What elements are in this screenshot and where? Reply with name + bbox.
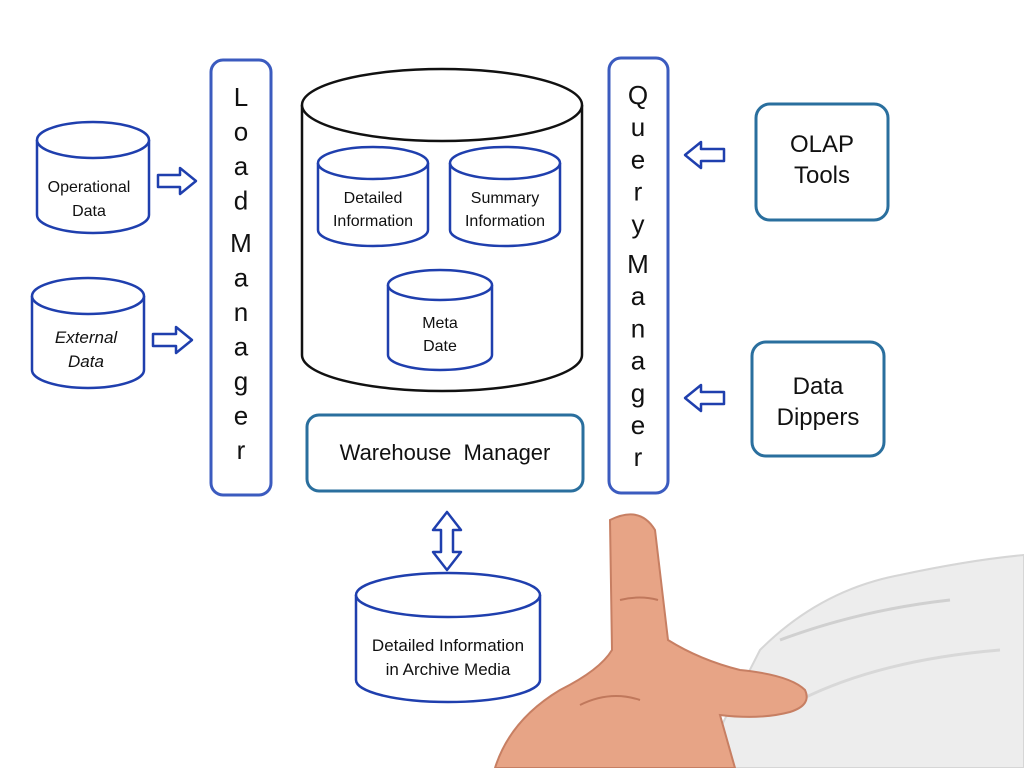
external-data-line2: Data [68, 352, 104, 371]
external-data: External Data [30, 276, 146, 390]
meta-date-line1: Meta [422, 315, 458, 332]
warehouse-cylinder: Detailed Information Summary Information… [300, 67, 584, 393]
load-manager-letter: e [234, 401, 248, 431]
detailed-information-cylinder [316, 163, 430, 248]
external-data-cylinder [30, 296, 146, 390]
operational-data-line1: Operational [48, 179, 131, 196]
warehouse-manager-label: Warehouse Manager [340, 440, 551, 465]
archive-media-line2: in Archive Media [386, 660, 511, 679]
data-dippers: Data Dippers [750, 340, 886, 458]
external-data-line1: External [55, 328, 119, 347]
shirt-fold [779, 598, 951, 642]
query-manager-letter: r [634, 177, 643, 207]
query-manager-box [607, 56, 670, 495]
query-manager-letter: Q [628, 80, 648, 110]
detailed-information: Detailed Information [316, 145, 430, 248]
arrow-warehouse-archive [431, 510, 463, 572]
olap-tools: OLAP Tools [754, 102, 890, 222]
load-manager-letter: g [234, 366, 248, 396]
right-arrow-icon [151, 325, 194, 355]
load-manager-letter: a [234, 263, 249, 293]
query-manager-letter: y [632, 209, 645, 239]
finger-crease [619, 596, 659, 601]
load-manager-letter: o [234, 117, 248, 147]
data-dippers-box [750, 340, 886, 458]
operational-data-line2: Data [72, 203, 106, 220]
query-manager-letter: u [631, 112, 645, 142]
archive-media-line1: Detailed Information [372, 636, 524, 655]
query-manager-letter: a [631, 346, 646, 376]
left-arrow-icon [683, 140, 726, 170]
archive-media-cylinder [354, 595, 542, 704]
operational-data-cylinder [35, 140, 151, 235]
detailed-information-line2: Information [333, 213, 413, 230]
hand-photo [493, 513, 1024, 768]
meta-date-cylinder [386, 285, 494, 372]
load-manager-box [209, 58, 273, 497]
data-dippers-line2: Dippers [777, 404, 860, 431]
olap-tools-line1: OLAP [790, 131, 854, 158]
olap-tools-box [754, 102, 890, 222]
warehouse-manager-box [305, 413, 585, 493]
query-manager-letter: r [634, 442, 643, 472]
detailed-information-line1: Detailed [344, 190, 403, 207]
archive-media: Detailed Information in Archive Media [354, 571, 542, 704]
shirt-sleeve [698, 553, 1024, 768]
query-manager-letter: e [631, 144, 645, 174]
load-manager-letter: a [234, 151, 249, 181]
summary-information-line1: Summary [471, 190, 539, 207]
query-manager-letter: M [627, 249, 649, 279]
operational-data-top [35, 120, 151, 160]
arrow-dippers-to-query [683, 383, 726, 413]
meta-date-line2: Date [423, 338, 457, 355]
meta-date: Meta Date [386, 268, 494, 372]
arrow-operational-to-load [156, 166, 198, 196]
arrow-olap-to-query [683, 140, 726, 170]
query-manager-letter: a [631, 281, 646, 311]
external-data-top [30, 276, 146, 316]
arrow-external-to-load [151, 325, 194, 355]
summary-information-line2: Information [465, 213, 545, 230]
query-manager-letter: g [631, 378, 645, 408]
up-down-arrow-icon [431, 510, 463, 572]
summary-information: Summary Information [448, 145, 562, 248]
operational-data: Operational Data [35, 120, 151, 235]
query-manager-letter: e [631, 410, 645, 440]
warehouse-cylinder-top [300, 67, 584, 143]
hand [493, 513, 808, 768]
load-manager-letter: n [234, 297, 248, 327]
summary-information-cylinder [448, 163, 562, 248]
load-manager-letter: L [234, 82, 248, 112]
summary-information-top [448, 145, 562, 181]
query-manager-letter: n [631, 313, 645, 343]
knuckle-crease [579, 695, 641, 706]
olap-tools-line2: Tools [794, 162, 850, 189]
load-manager-letter: a [234, 332, 249, 362]
load-manager-letter: d [234, 186, 248, 216]
right-arrow-icon [156, 166, 198, 196]
archive-media-top [354, 571, 542, 619]
meta-date-top [386, 268, 494, 302]
load-manager-letter: M [230, 228, 252, 258]
shirt-fold-2 [799, 648, 1001, 702]
detailed-information-top [316, 145, 430, 181]
load-manager-letter: r [237, 435, 246, 465]
left-arrow-icon [683, 383, 726, 413]
data-dippers-line1: Data [793, 373, 844, 400]
warehouse-manager: Warehouse Manager [305, 413, 585, 493]
